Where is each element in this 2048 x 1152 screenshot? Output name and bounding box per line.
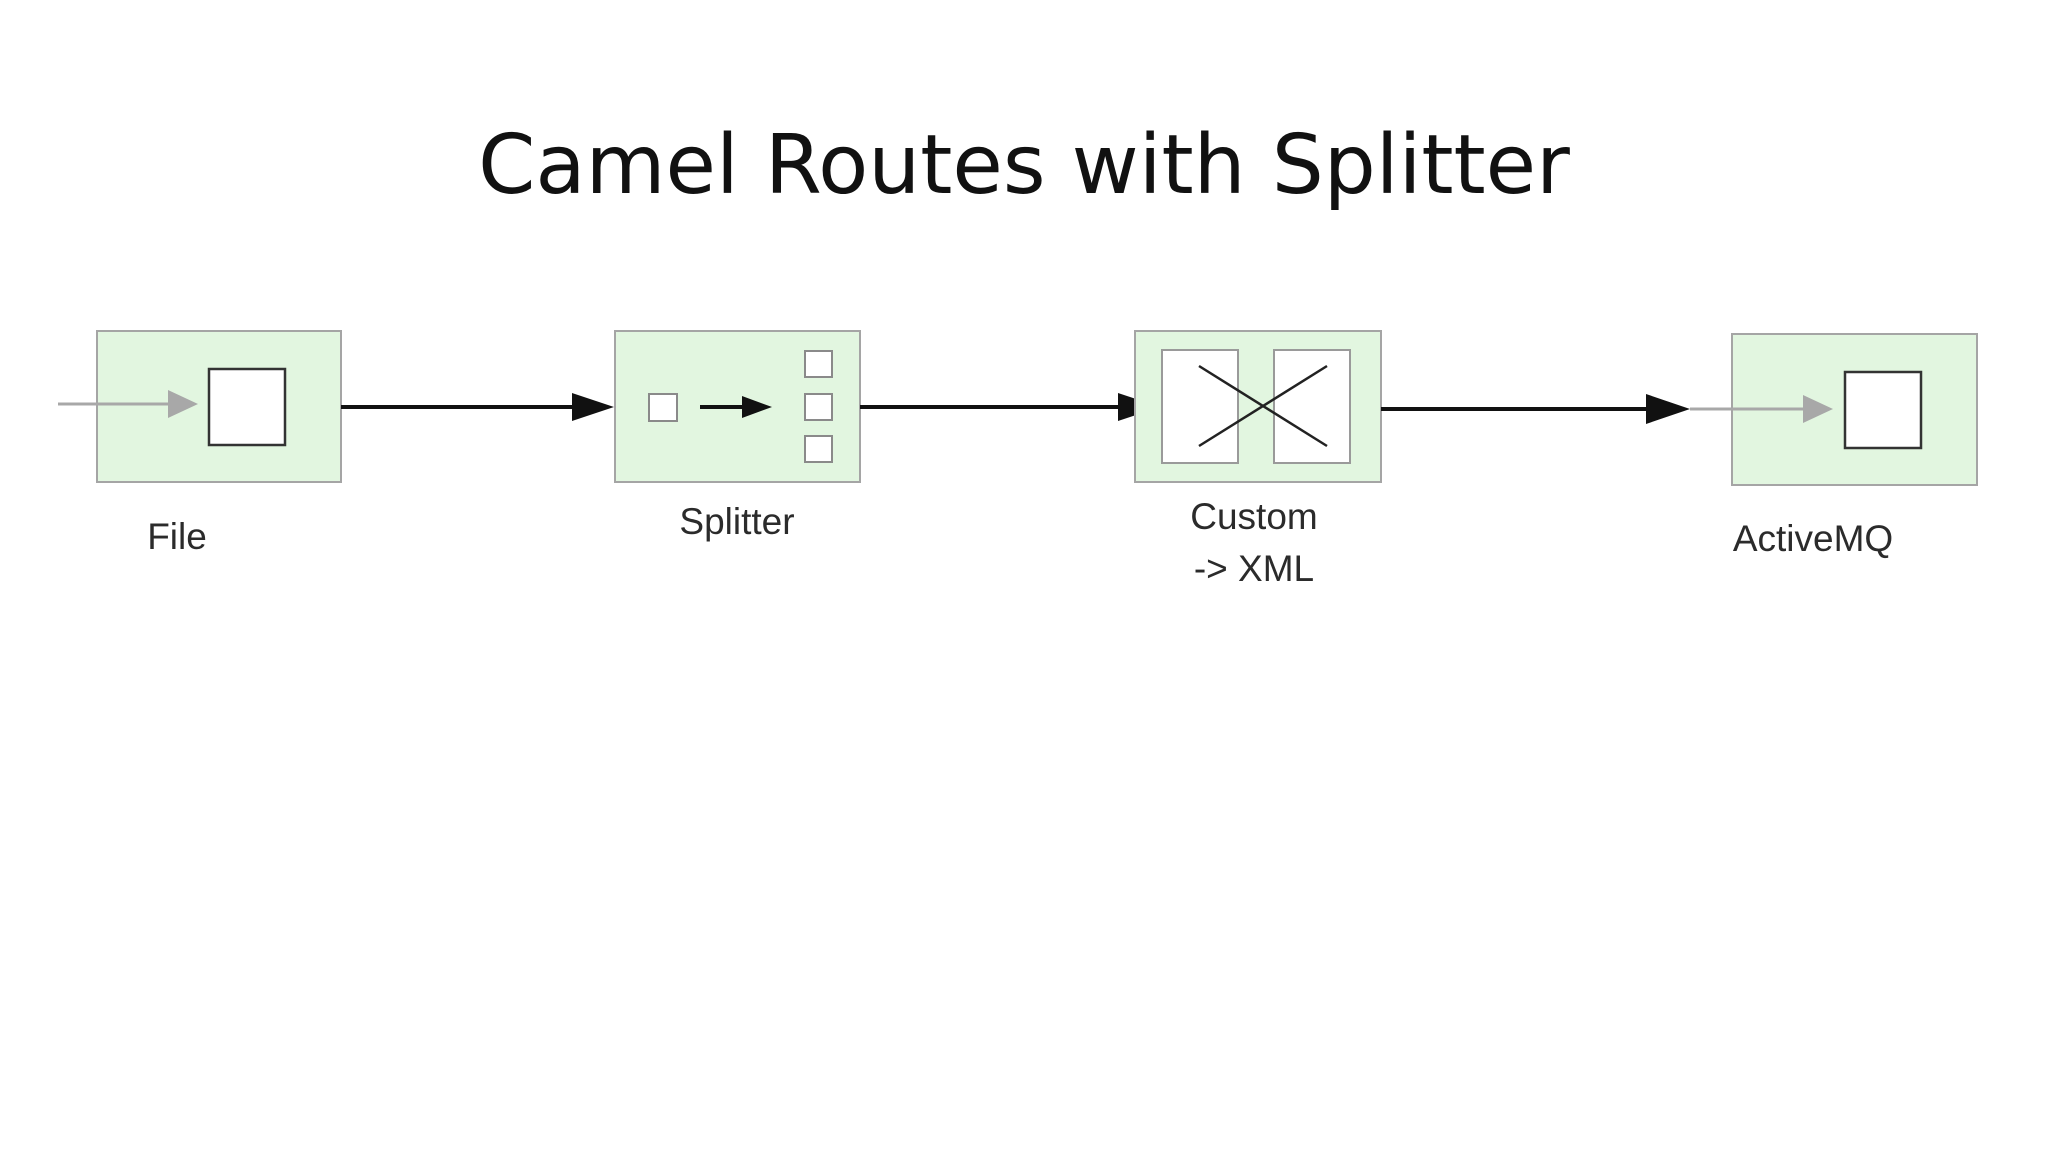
- file-node-label: File: [147, 516, 207, 557]
- connector-arrowhead: [572, 393, 614, 421]
- custom-node-label-line2: -> XML: [1194, 548, 1314, 589]
- activemq-endpoint-node: ActiveMQ: [1690, 333, 1978, 559]
- translator-right-panel: [1273, 349, 1351, 464]
- connector-splitter-to-custom: [860, 393, 1160, 421]
- activemq-inbound-arrowhead: [1803, 395, 1833, 423]
- translator-cross-icon: [1198, 364, 1328, 448]
- custom-node-label: Custom: [1190, 496, 1317, 537]
- splitter-output-message-icon: [804, 435, 833, 463]
- activemq-endpoint-square-icon: [1843, 370, 1923, 450]
- file-endpoint-node: File: [58, 330, 342, 557]
- connector-custom-to-activemq: [1381, 394, 1690, 424]
- slide-title: Camel Routes with Splitter: [478, 118, 1570, 213]
- activemq-node-label: ActiveMQ: [1733, 518, 1893, 559]
- splitter-node: Splitter: [614, 330, 861, 542]
- splitter-output-message-icon: [804, 393, 833, 421]
- splitter-input-message-icon: [648, 393, 678, 422]
- splitter-output-message-icon: [804, 350, 833, 378]
- custom-translator-node: Custom -> XML: [1134, 330, 1382, 589]
- connector-arrowhead: [1646, 394, 1690, 424]
- file-endpoint-square-icon: [207, 367, 287, 447]
- connector-file-to-splitter: [341, 393, 614, 421]
- file-inbound-arrowhead: [168, 390, 198, 418]
- splitter-node-label: Splitter: [679, 501, 794, 542]
- splitter-inner-arrowhead-icon: [742, 396, 772, 418]
